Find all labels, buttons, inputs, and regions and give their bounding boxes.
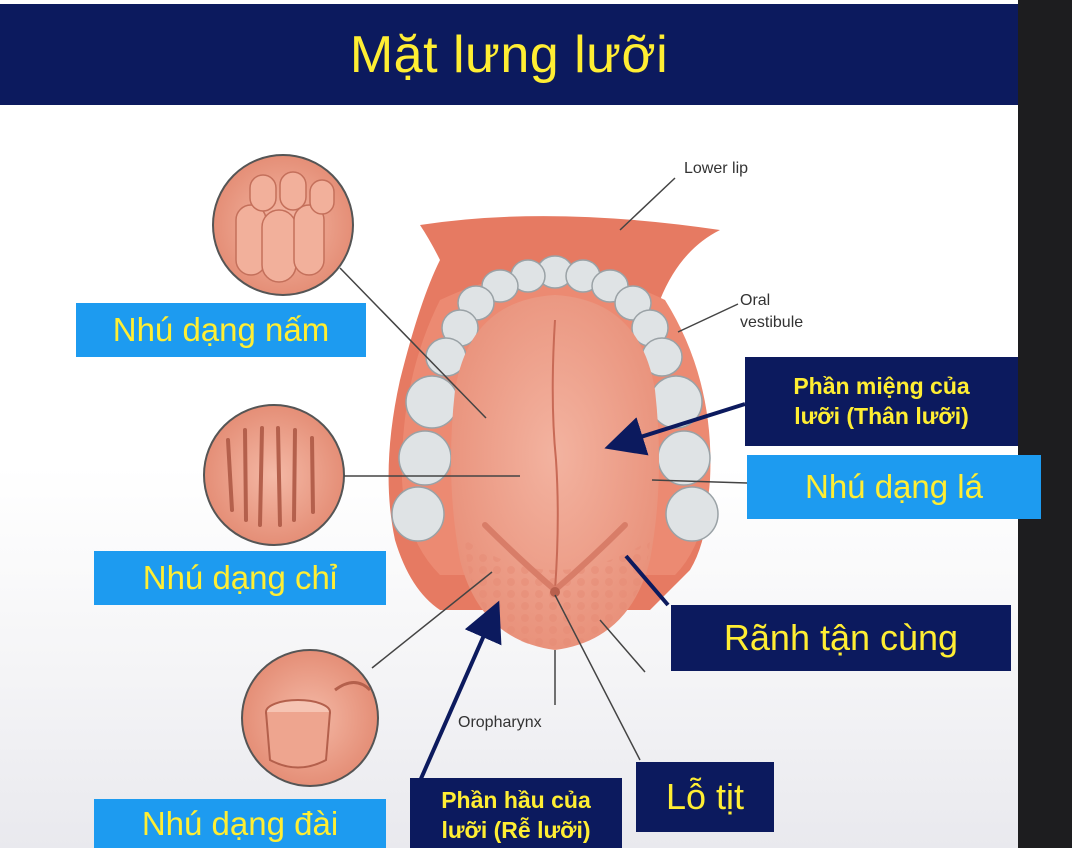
foramen-cecum-dot (550, 587, 560, 597)
label-filiform: Nhú dạng chỉ (94, 551, 386, 605)
label-pharyngeal-part: Phần hầu của lưỡi (Rễ lưỡi) (410, 778, 622, 848)
oropharynx-label: Oropharynx (458, 714, 542, 731)
fungiform-circle (212, 154, 354, 296)
lower-lip-label: Lower lip (684, 160, 749, 177)
label-fungiform: Nhú dạng nấm (76, 303, 366, 357)
oral-vestibule-line-2: vestibule (740, 313, 804, 331)
oral-vestibule-label: Oral vestibule (740, 290, 803, 333)
label-foramen-cecum: Lỗ tịt (636, 762, 774, 832)
slide-title: Mặt lưng lưỡi (349, 25, 669, 84)
teeth (391, 255, 719, 542)
filiform-circle (203, 404, 345, 546)
pointer-arrows (414, 402, 746, 791)
title-bar: Mặt lưng lưỡi (0, 4, 1018, 105)
label-vallate: Nhú dạng đài (94, 799, 386, 848)
label-foliate: Nhú dạng lá (747, 455, 1041, 519)
oral-vestibule-line-1: Oral (740, 292, 771, 309)
label-sulcus-terminalis: Rãnh tận cùng (671, 605, 1011, 671)
vallate-circle (241, 649, 379, 787)
leader-lines (339, 177, 779, 761)
median-sulcus (551, 319, 559, 591)
label-oral-part: Phần miệng của lưỡi (Thân lưỡi) (745, 357, 1018, 446)
window-edge (1018, 0, 1072, 848)
